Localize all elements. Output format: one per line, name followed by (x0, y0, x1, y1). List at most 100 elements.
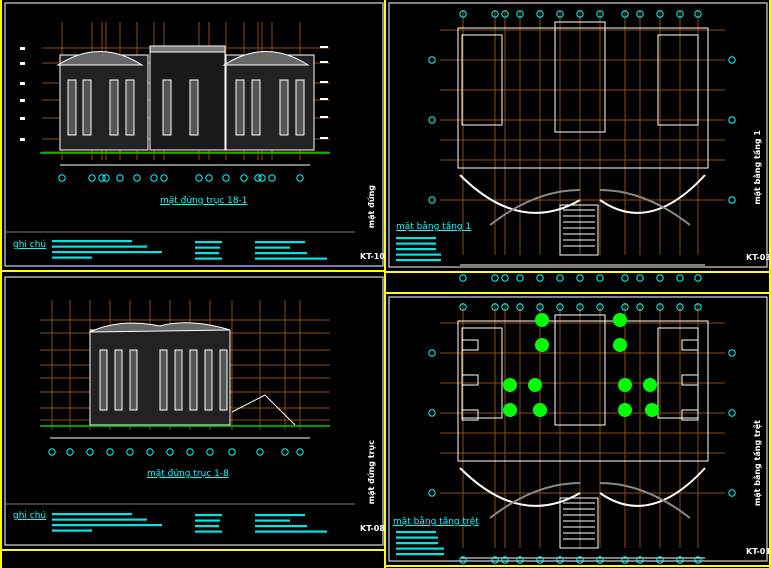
roof-center (149, 45, 226, 53)
axis-bubble (206, 448, 214, 456)
axis-bubble (728, 116, 736, 124)
axis-bubble (106, 448, 114, 456)
axis-bubble (150, 174, 158, 182)
car-icon (681, 409, 699, 421)
bl-note-text (255, 530, 327, 533)
tl-note-text (195, 246, 220, 249)
tr-sheet-title: mặt bằng tầng 1 (396, 222, 472, 232)
window-column (99, 349, 108, 411)
axis-bubble (656, 10, 664, 18)
axis-bubble (728, 409, 736, 417)
plan-core (554, 21, 606, 133)
bl-note-text (195, 530, 222, 533)
axis-bubble (636, 274, 644, 282)
axis-bubble (596, 303, 604, 311)
axis-bubble (636, 303, 644, 311)
plan-room-left (461, 327, 503, 419)
car-icon (461, 409, 479, 421)
tr-note-text (396, 237, 436, 240)
window-column (129, 349, 138, 411)
axis-bubble (501, 274, 509, 282)
bl-note-text (52, 524, 162, 527)
sheet-border-bl (4, 276, 384, 546)
tr-note-text (396, 242, 436, 245)
axis-bubble (126, 448, 134, 456)
tr-sheet-code: KT-03 (746, 253, 771, 262)
level-tag (320, 81, 328, 83)
bl-side-title: mặt đứng trục (367, 440, 376, 505)
tree-icon (613, 338, 627, 352)
tl-note-text (195, 241, 222, 244)
axis-bubble (186, 448, 194, 456)
bl-note-text (255, 519, 290, 522)
axis-bubble (428, 56, 436, 64)
tl-sheet-code: KT-10 (360, 252, 385, 261)
entrance-stairs (559, 204, 599, 256)
axis-bubble (728, 489, 736, 497)
axis-bubble (428, 196, 436, 204)
axis-bubble (66, 448, 74, 456)
car-icon (461, 374, 479, 386)
tl-note-text (255, 252, 307, 255)
axis-bubble (428, 349, 436, 357)
level-tag (320, 116, 328, 118)
axis-bubble (501, 556, 509, 564)
tr-note-text (396, 253, 441, 256)
br-note-text (396, 547, 444, 550)
axis-bubble (459, 556, 467, 564)
axis-bubble (166, 448, 174, 456)
axis-bubble (296, 174, 304, 182)
tl-note-text (255, 241, 305, 244)
axis-bubble (205, 174, 213, 182)
window-column (251, 79, 261, 136)
axis-bubble (728, 56, 736, 64)
roof-side (89, 322, 231, 333)
axis-bubble (728, 349, 736, 357)
window-column (219, 349, 228, 411)
curved-path (489, 482, 691, 519)
axis-bubble (728, 196, 736, 204)
axis-bubble (676, 10, 684, 18)
tree-icon (535, 338, 549, 352)
level-marker (20, 47, 25, 50)
car-icon (681, 374, 699, 386)
axis-bubble (501, 303, 509, 311)
axis-bubble (491, 274, 499, 282)
plan-outline (457, 27, 709, 169)
window-column (159, 349, 168, 411)
tree-icon (535, 313, 549, 327)
axis-bubble (491, 556, 499, 564)
axis-bubble (621, 556, 629, 564)
window-column (189, 79, 199, 136)
car-icon (681, 339, 699, 351)
curved-path (489, 189, 691, 226)
axis-bubble (281, 448, 289, 456)
bl-note-text (52, 518, 147, 521)
tree-icon (613, 313, 627, 327)
axis-bubble (676, 274, 684, 282)
window-column (279, 79, 289, 136)
br-side-title: mặt bằng tầng trệt (753, 420, 762, 507)
tl-note-text (52, 251, 162, 254)
bl-note-text (195, 514, 222, 517)
br-sheet-code: KT-01 (746, 547, 771, 556)
axis-bubble (146, 448, 154, 456)
tree-icon (618, 403, 632, 417)
axis-bubble (621, 10, 629, 18)
axis-bubble (694, 556, 702, 564)
level-tag (320, 46, 328, 48)
bl-sheet-title: mặt đứng trục 1-8 (147, 469, 229, 479)
tl-note-text (52, 245, 147, 248)
axis-bubble (254, 174, 262, 182)
tl-sheet-title: mặt đứng trục 18-1 (160, 196, 248, 206)
window-column (114, 349, 123, 411)
tree-icon (618, 378, 632, 392)
window-column (189, 349, 198, 411)
axis-bubble (596, 274, 604, 282)
axis-bubble (88, 174, 96, 182)
axis-bubble (576, 10, 584, 18)
sheet-border-tr (388, 2, 768, 268)
axis-bubble (656, 556, 664, 564)
axis-bubble (240, 174, 248, 182)
